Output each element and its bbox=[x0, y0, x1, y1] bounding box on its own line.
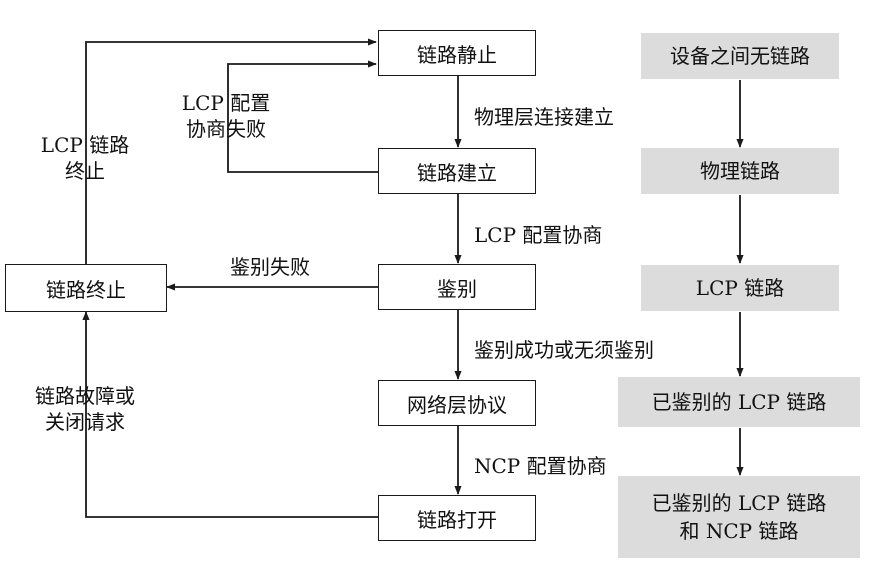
state-link-open: 链路打开 bbox=[378, 495, 536, 541]
label-lcp-negotiate: LCP 配置协商 bbox=[474, 223, 603, 247]
arrow-terminate-to-dead bbox=[85, 38, 377, 265]
state-link-establish: 链路建立 bbox=[378, 148, 536, 194]
label-lcp-link-terminate-line2: 终止 bbox=[65, 159, 105, 183]
state-authenticate: 鉴别 bbox=[378, 264, 536, 310]
label-link-fault-line1: 链路故障或 bbox=[35, 384, 135, 408]
label-lcp-link-terminate-line1: LCP 链路 bbox=[40, 133, 130, 157]
label-physical-connect: 物理层连接建立 bbox=[474, 105, 614, 129]
state-link-dead: 链路静止 bbox=[378, 30, 536, 76]
label-lcp-negotiation-fail-line1: LCP 配置 bbox=[181, 91, 271, 115]
stage-authenticated-lcp-ncp-link: 已鉴别的 LCP 链路 和 NCP 链路 bbox=[618, 476, 860, 558]
stage-authenticated-lcp-ncp-line2: 和 NCP 链路 bbox=[679, 519, 799, 543]
arrow-open-to-terminate bbox=[82, 311, 378, 518]
stage-lcp-link: LCP 链路 bbox=[641, 265, 839, 311]
label-auth-fail: 鉴别失败 bbox=[230, 255, 310, 279]
label-lcp-negotiation-fail-line2: 协商失败 bbox=[186, 117, 266, 141]
arrow-lcp-negotiation-fail-loop bbox=[227, 60, 378, 173]
label-link-fault-line2: 关闭请求 bbox=[45, 410, 125, 434]
label-lcp-negotiation-fail: LCP 配置 协商失败 bbox=[166, 90, 286, 142]
stage-authenticated-lcp-ncp-line1: 已鉴别的 LCP 链路 bbox=[651, 491, 827, 515]
stage-no-link: 设备之间无链路 bbox=[641, 33, 839, 79]
state-network-layer-protocol: 网络层协议 bbox=[378, 380, 536, 426]
stage-authenticated-lcp-link: 已鉴别的 LCP 链路 bbox=[618, 377, 860, 427]
label-lcp-link-terminate: LCP 链路 终止 bbox=[20, 132, 150, 184]
label-auth-success: 鉴别成功或无须鉴别 bbox=[474, 338, 654, 362]
state-link-terminate: 链路终止 bbox=[5, 264, 167, 312]
stage-physical-link: 物理链路 bbox=[641, 148, 839, 194]
label-ncp-negotiate: NCP 配置协商 bbox=[474, 454, 607, 478]
label-link-fault-or-close: 链路故障或 关闭请求 bbox=[12, 383, 158, 435]
